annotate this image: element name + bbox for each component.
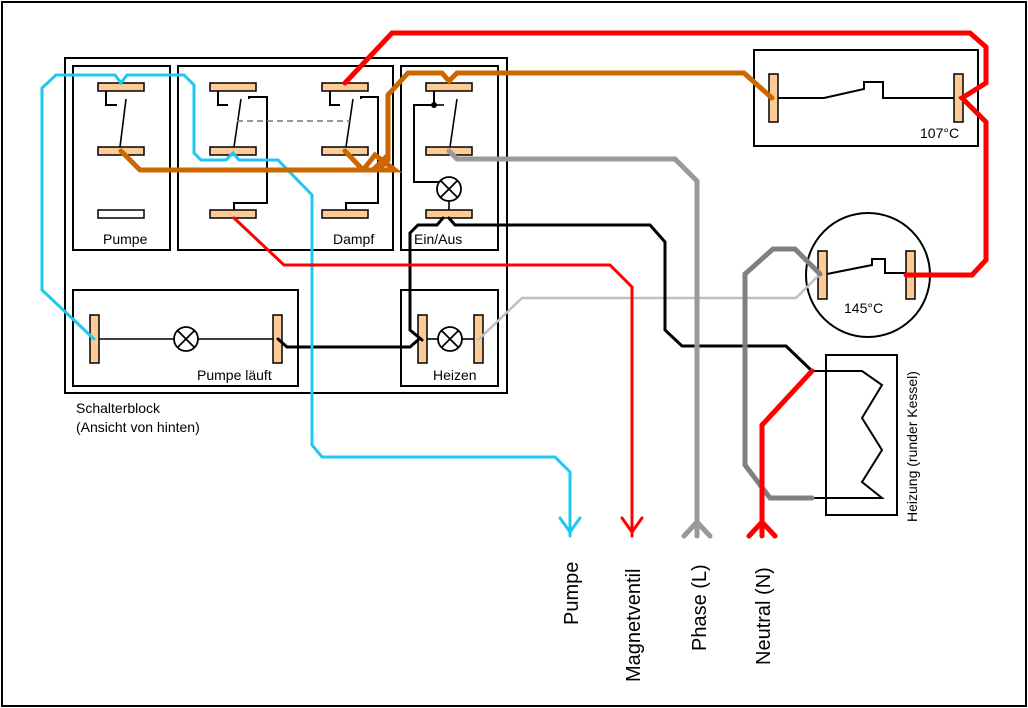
lamp-icon <box>437 326 463 352</box>
wire-black-pumpe-laeuft <box>276 337 420 349</box>
switch-label-ein-aus: Ein/Aus <box>414 231 462 247</box>
junction-dot <box>431 102 437 108</box>
wire-red-thermostats <box>342 30 989 278</box>
heater-label: Heizung (runder Kessel) <box>904 371 920 522</box>
wire-neutral <box>759 368 815 538</box>
arrow-magnetventil-icon <box>620 516 644 535</box>
switch-label-pumpe: Pumpe <box>103 231 148 247</box>
output-label-magnetventil: Magnetventil <box>623 569 645 682</box>
terminal <box>321 209 369 219</box>
output-label-pumpe: Pumpe <box>561 562 583 625</box>
wire-pumpe <box>40 73 572 538</box>
terminal <box>209 82 257 92</box>
wire-brown-join <box>342 148 391 173</box>
lamp-icon <box>173 326 199 352</box>
thermostat-107-label: 107°C <box>920 125 959 141</box>
thermostat-145-label: 145°C <box>844 300 883 316</box>
indicator-label-heizen: Heizen <box>433 367 477 383</box>
output-label-phase: Phase (L) <box>689 564 711 651</box>
wire-heater-return <box>476 272 822 342</box>
switch-label-dampf: Dampf <box>333 231 374 247</box>
indicator-label-pumpe-laeuft: Pumpe läuft <box>197 367 272 383</box>
heater-coil <box>769 370 885 499</box>
wire-phase-heater <box>742 246 823 501</box>
arrow-pumpe-icon <box>558 516 582 535</box>
heater: Heizung (runder Kessel) <box>769 354 920 522</box>
wire-black-heater <box>447 216 814 373</box>
wire-black-heizen <box>408 216 445 342</box>
switch-block-label: Schalterblock <box>76 400 161 416</box>
terminal <box>209 209 257 219</box>
lamp-icon <box>436 176 462 202</box>
switch-block-sublabel: (Ansicht von hinten) <box>76 419 200 435</box>
wire-magnetventil <box>232 216 634 538</box>
wire-phase <box>446 148 700 538</box>
terminal-empty <box>97 209 145 219</box>
output-label-neutral: Neutral (N) <box>753 567 775 665</box>
